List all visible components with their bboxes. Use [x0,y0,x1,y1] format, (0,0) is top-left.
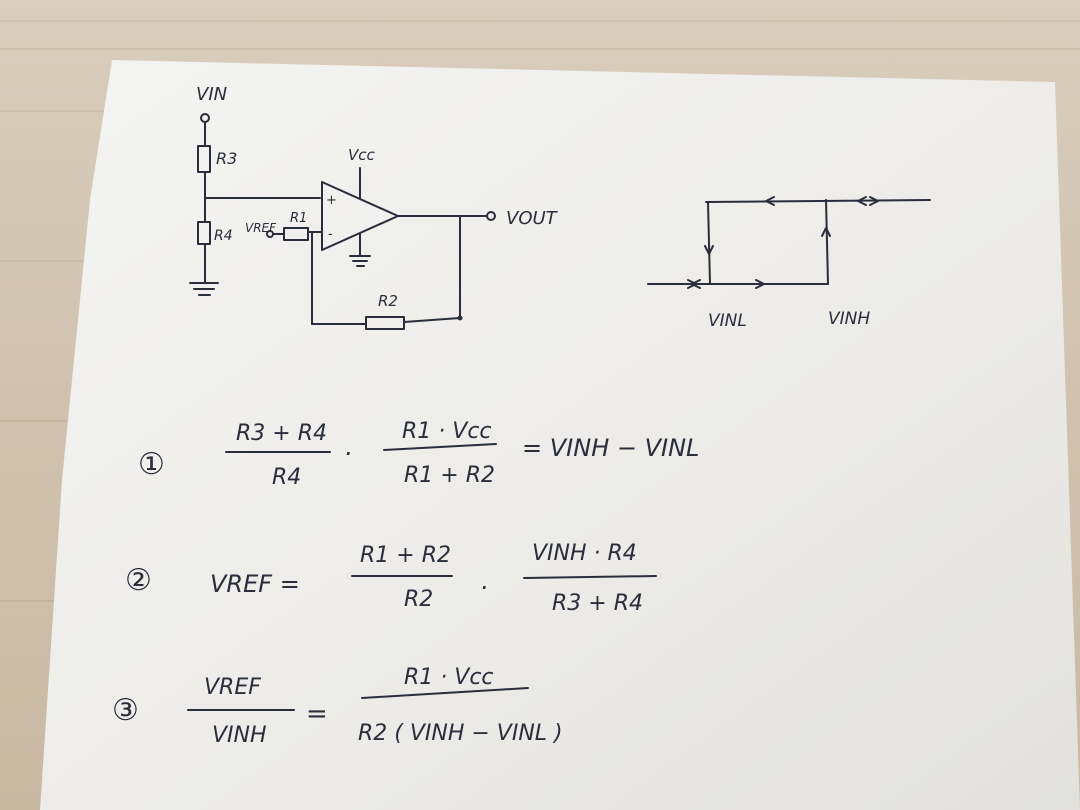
vinl-label: VINL [708,311,747,331]
vcc-label: Vcc [348,146,376,164]
eq2-lhs: VREF = [210,570,300,598]
hysteresis-left-edge [707,201,711,285]
hysteresis-arrows [687,196,879,289]
eq1-frac2-numerator: R1 · Vcc [402,419,492,444]
vout-label: VOUT [506,208,559,229]
eq1-rhs: = VINH − VINL [522,434,699,462]
eq2-frac2-numerator: VINH · R4 [532,541,637,566]
eq3-frac2-numerator: R1 · Vcc [404,665,494,690]
eq2-frac1-numerator: R1 + R2 [360,543,451,568]
eq3-frac2-bar [361,687,529,699]
r3-label: R3 [216,149,237,168]
ground-icon [189,282,219,296]
eq2-dot: · [480,574,488,602]
eq1-frac2-denominator: R1 + R2 [404,463,495,488]
hysteresis-diagram: VINL VINH [647,196,931,331]
eq3-number: ③ [112,693,139,728]
eq3-frac1-denominator: VINH [212,723,267,748]
r1-resistor [283,227,309,241]
eq2-frac2-bar [523,575,657,579]
vinh-label: VINH [828,309,870,329]
equation-1: ① R3 + R4 R4 · R1 · Vcc R1 + R2 = VINH −… [138,419,699,490]
eq1-frac2-bar [383,443,497,451]
eq1-frac1-denominator: R4 [272,465,301,490]
opamp-minus: - [328,227,333,242]
hysteresis-high-line [705,199,931,203]
equation-3: ③ VREF VINH = R1 · Vcc R2 ( VINH − VINL … [112,665,563,748]
opamp-plus: + [326,193,337,208]
r1-label: R1 [290,211,307,226]
eq1-dot: · [344,440,352,468]
hysteresis-right-edge [825,199,829,285]
paper-background [40,60,1080,810]
eq2-number: ② [125,563,152,598]
eq2-frac2-denominator: R3 + R4 [552,591,643,616]
eq3-equals: = [306,699,328,729]
circuit-diagram: VIN R3 R4 VREF R1 + - Vcc [189,84,559,330]
vout-terminal [486,211,496,221]
eq3-frac1-numerator: VREF [204,675,261,700]
opamp-ground-icon [349,255,371,267]
eq2-frac1-denominator: R2 [404,587,433,612]
eq1-number: ① [138,447,165,482]
eq1-frac1-numerator: R3 + R4 [236,421,327,446]
eq3-frac2-denominator: R2 ( VINH − VINL ) [358,721,563,746]
equation-2: ② VREF = R1 + R2 R2 · VINH · R4 R3 + R4 [125,541,657,616]
r4-label: R4 [214,228,233,244]
vin-label: VIN [196,84,227,105]
r2-label: R2 [378,292,398,310]
